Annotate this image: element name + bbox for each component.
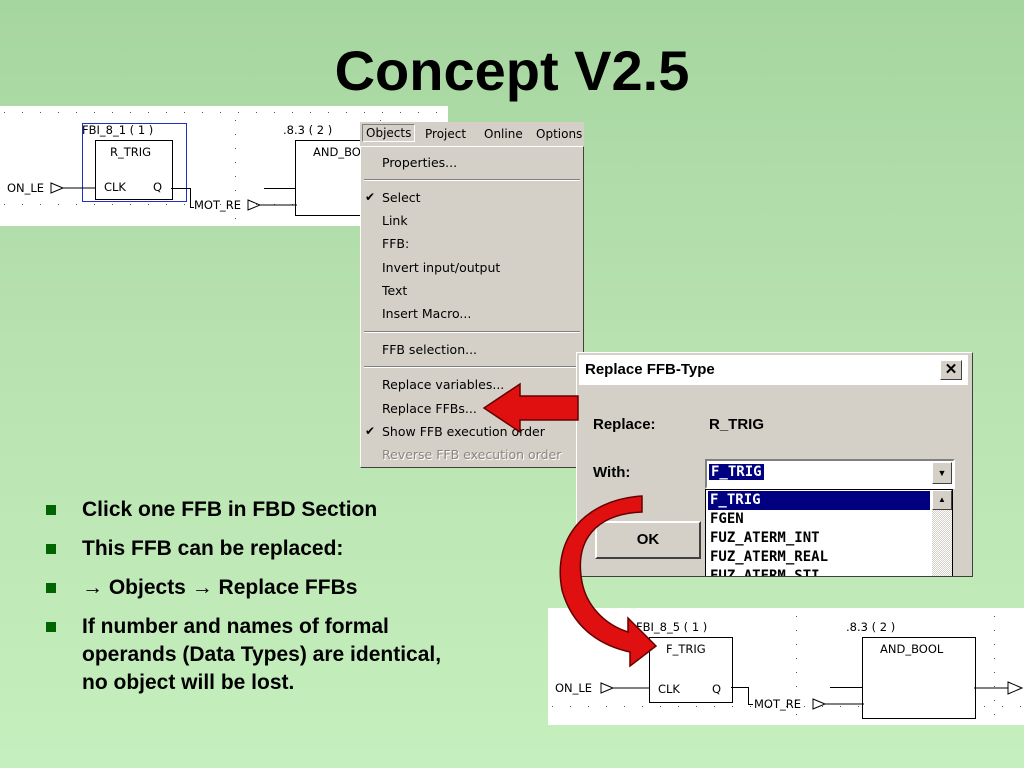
menu-item-invert[interactable]: Invert input/output <box>382 260 501 275</box>
second-instance-label: .8.3 ( 2 ) <box>283 123 333 137</box>
slide-title: Concept V2.5 <box>334 39 690 102</box>
list-item[interactable]: FUZ_ATERM_STI <box>710 568 820 577</box>
output-variable: MOT_RE <box>194 198 242 212</box>
menu-item-ffb[interactable]: FFB: <box>382 236 410 251</box>
menu-item-show-order[interactable]: Show FFB execution order <box>382 424 545 439</box>
menu-item-ffb-selection[interactable]: FFB selection... <box>382 342 478 357</box>
menu-item-text[interactable]: Text <box>382 283 408 298</box>
input-connector-icon <box>600 682 650 694</box>
list-item[interactable]: F_TRIG <box>708 491 930 510</box>
bullet-item: If number and names of formal operands (… <box>46 613 466 697</box>
menu-item-replace-variables[interactable]: Replace variables... <box>382 377 505 392</box>
list-item[interactable]: FUZ_ATERM_INT <box>710 530 820 546</box>
menu-item-link[interactable]: Link <box>382 213 408 228</box>
input-variable: ON_LE <box>555 681 593 695</box>
selection-frame <box>82 123 187 202</box>
bottom-fbd-canvas[interactable]: FBI_8_5 ( 1 ) .8.3 ( 2 ) F_TRIG CLK Q AN… <box>548 608 1024 725</box>
output-variable: MOT_RE <box>754 697 802 711</box>
scroll-up-icon[interactable]: ▲ <box>932 490 952 510</box>
replace-label: Replace: <box>593 416 656 433</box>
pin-clk: CLK <box>658 682 680 696</box>
menu-options[interactable]: Options <box>536 127 583 141</box>
bullet-list: Click one FFB in FBD Section This FFB ca… <box>46 496 466 708</box>
menu-objects[interactable]: Objects <box>362 124 416 142</box>
and-bool-block[interactable]: AND_BOOL <box>862 637 976 719</box>
input-variable: ON_LE <box>7 181 45 195</box>
instance-label: FBI_8_5 ( 1 ) <box>636 620 708 634</box>
with-combo-value: F_TRIG <box>709 464 764 480</box>
second-instance-label: .8.3 ( 2 ) <box>846 620 896 634</box>
dialog-title-bar: Replace FFB-Type ✕ <box>579 355 968 385</box>
block-type: R_TRIG <box>110 145 152 159</box>
check-icon: ✔ <box>365 424 376 438</box>
check-icon: ✔ <box>365 190 376 204</box>
block2-type: AND_BO <box>313 145 361 159</box>
bullet-square-icon <box>46 583 56 593</box>
menu-item-properties[interactable]: Properties... <box>382 155 458 170</box>
dialog-title: Replace FFB-Type <box>585 361 715 378</box>
bullet-square-icon <box>46 544 56 554</box>
menu-item-replace-ffbs[interactable]: Replace FFBs... <box>382 401 477 416</box>
bullet-item: Click one FFB in FBD Section <box>46 496 466 524</box>
f-trig-block[interactable]: F_TRIG CLK Q <box>649 637 733 703</box>
replace-value: R_TRIG <box>709 416 765 433</box>
block2-type: AND_BOOL <box>880 642 944 656</box>
objects-dropdown: Properties... ✔ Select Link FFB: Invert … <box>360 146 584 468</box>
menu-online[interactable]: Online <box>484 127 523 141</box>
menu-project[interactable]: Project <box>425 127 467 141</box>
bullet-square-icon <box>46 505 56 515</box>
output-connector-icon <box>247 199 297 211</box>
menu-item-select[interactable]: Select <box>382 190 421 205</box>
objects-menu: Objects Project Online Options Propertie… <box>360 122 584 468</box>
menu-bar: Objects Project Online Options <box>360 122 584 146</box>
bullet-square-icon <box>46 622 56 632</box>
menu-item-insert-macro[interactable]: Insert Macro... <box>382 306 472 321</box>
ffb-type-list[interactable]: F_TRIG FGEN FUZ_ATERM_INT FUZ_ATERM_REAL… <box>705 489 953 577</box>
input-connector-icon <box>50 182 96 194</box>
pin-q: Q <box>712 682 722 696</box>
with-combo[interactable]: F_TRIG ▼ <box>705 459 955 489</box>
with-label: With: <box>593 464 631 481</box>
block-type: F_TRIG <box>666 642 706 656</box>
chevron-down-icon[interactable]: ▼ <box>932 462 952 484</box>
menu-item-reverse-order: Reverse FFB execution order <box>382 447 562 462</box>
close-button[interactable]: ✕ <box>940 360 962 380</box>
pin-q: Q <box>153 180 163 194</box>
r-trig-block[interactable]: R_TRIG CLK Q <box>95 140 173 200</box>
output-connector-icon <box>812 698 864 710</box>
bullet-item: → Objects → Replace FFBs <box>46 574 466 602</box>
replace-ffb-dialog: Replace FFB-Type ✕ Replace: R_TRIG With:… <box>576 352 973 577</box>
pin-clk: CLK <box>104 180 126 194</box>
list-item[interactable]: FGEN <box>710 511 744 527</box>
list-item[interactable]: FUZ_ATERM_REAL <box>710 549 829 565</box>
instance-label: FBI_8_1 ( 1 ) <box>82 123 154 137</box>
output-connector-icon <box>974 681 1024 695</box>
ok-button[interactable]: OK <box>595 521 701 559</box>
bullet-item: This FFB can be replaced: <box>46 535 466 563</box>
list-scrollbar[interactable]: ▲ <box>932 490 952 576</box>
